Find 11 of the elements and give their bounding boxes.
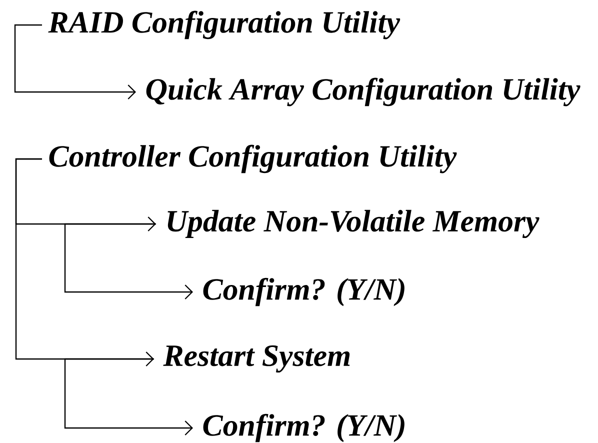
menu-item: Quick Array Configuration Utility bbox=[146, 78, 580, 106]
arrow bbox=[64, 223, 193, 300]
arrow bbox=[64, 358, 193, 436]
menu-item: Update Non-Volatile Memory bbox=[168, 210, 540, 238]
arrow bbox=[14, 24, 136, 100]
menu-item: Restart System bbox=[163, 345, 350, 373]
menu-item: Confirm? (Y/N) bbox=[203, 414, 404, 442]
menu-item: Confirm? (Y/N) bbox=[203, 278, 404, 306]
menu-item: RAID Configuration Utility bbox=[48, 10, 400, 40]
arrow bbox=[15, 158, 154, 366]
menu-item: Controller Configuration Utility bbox=[49, 144, 457, 174]
